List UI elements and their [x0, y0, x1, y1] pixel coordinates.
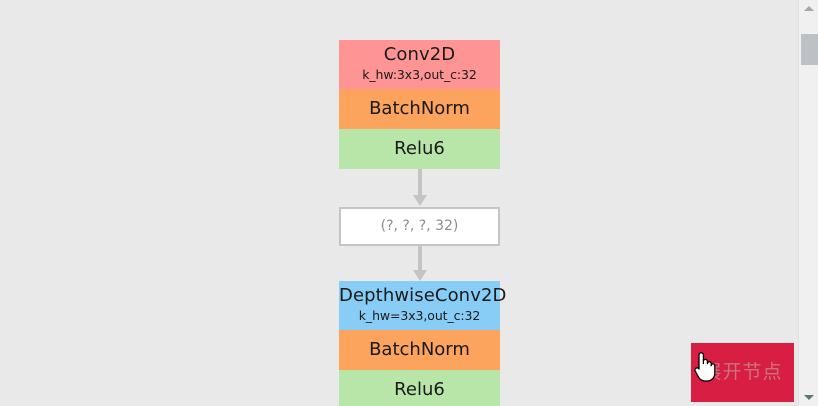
layer-relu6[interactable]: Relu6 — [339, 370, 500, 406]
edge-tensor-to-depthwiseconv2d — [411, 246, 429, 282]
chevron-down-icon — [803, 395, 814, 400]
scrollbar-thumb[interactable] — [801, 34, 818, 65]
arrow-down-icon — [413, 169, 427, 206]
chevron-up-icon — [803, 6, 814, 11]
layer-conv2d[interactable]: Conv2D k_hw:3x3,out_c:32 — [339, 40, 500, 89]
arrow-down-icon — [413, 246, 427, 281]
layer-depthwiseconv2d-params: k_hw=3x3,out_c:32 — [358, 307, 481, 323]
scrollbar-track[interactable] — [800, 17, 818, 389]
vertical-scrollbar[interactable] — [798, 0, 818, 406]
scroll-up-button[interactable] — [799, 0, 818, 17]
tensor-shape-box[interactable]: (?, ?, ?, 32) — [339, 207, 500, 246]
node-depthwiseconv2d-block[interactable]: DepthwiseConv2D k_hw=3x3,out_c:32 BatchN… — [339, 281, 507, 406]
layer-conv2d-title: Conv2D — [383, 44, 456, 65]
edge-conv2d-to-tensor — [411, 169, 429, 207]
scroll-down-button[interactable] — [799, 389, 818, 406]
layer-depthwiseconv2d-title: DepthwiseConv2D — [339, 285, 507, 306]
graph-canvas[interactable]: Conv2D k_hw:3x3,out_c:32 BatchNorm Relu6… — [0, 0, 798, 406]
expand-node-button[interactable]: 展开节点 — [691, 343, 794, 402]
node-conv2d-block[interactable]: Conv2D k_hw:3x3,out_c:32 BatchNorm Relu6 — [339, 40, 500, 169]
layer-depthwiseconv2d[interactable]: DepthwiseConv2D k_hw=3x3,out_c:32 — [339, 281, 507, 330]
layer-batchnorm[interactable]: BatchNorm — [339, 330, 500, 370]
layer-batchnorm[interactable]: BatchNorm — [339, 89, 500, 129]
layer-relu6[interactable]: Relu6 — [339, 129, 500, 169]
layer-conv2d-params: k_hw:3x3,out_c:32 — [362, 66, 477, 82]
